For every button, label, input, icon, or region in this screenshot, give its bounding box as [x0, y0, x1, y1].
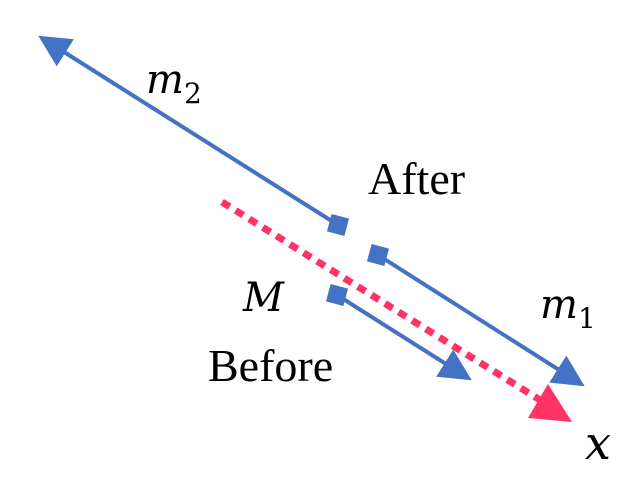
x-axis-label: x	[585, 416, 611, 470]
before-label: Before	[208, 340, 334, 391]
m1-marker	[366, 243, 390, 267]
M-marker	[325, 283, 349, 307]
m1-base: m	[540, 282, 578, 328]
x-axis-dotted-line	[220, 199, 542, 403]
x-axis-arrowhead	[528, 384, 572, 422]
after-label: After	[368, 153, 466, 204]
m2-subscript: 2	[183, 77, 202, 110]
m1-label: m1	[540, 282, 596, 333]
M-before-arrow	[335, 293, 472, 381]
m2-label: m2	[146, 57, 202, 108]
M-label: M	[243, 275, 284, 321]
m2-marker	[326, 213, 350, 237]
m2-base: m	[146, 57, 184, 103]
m1-after-arrow	[376, 253, 585, 387]
m2-after-arrow	[38, 35, 340, 227]
m1-subscript: 1	[577, 302, 596, 335]
